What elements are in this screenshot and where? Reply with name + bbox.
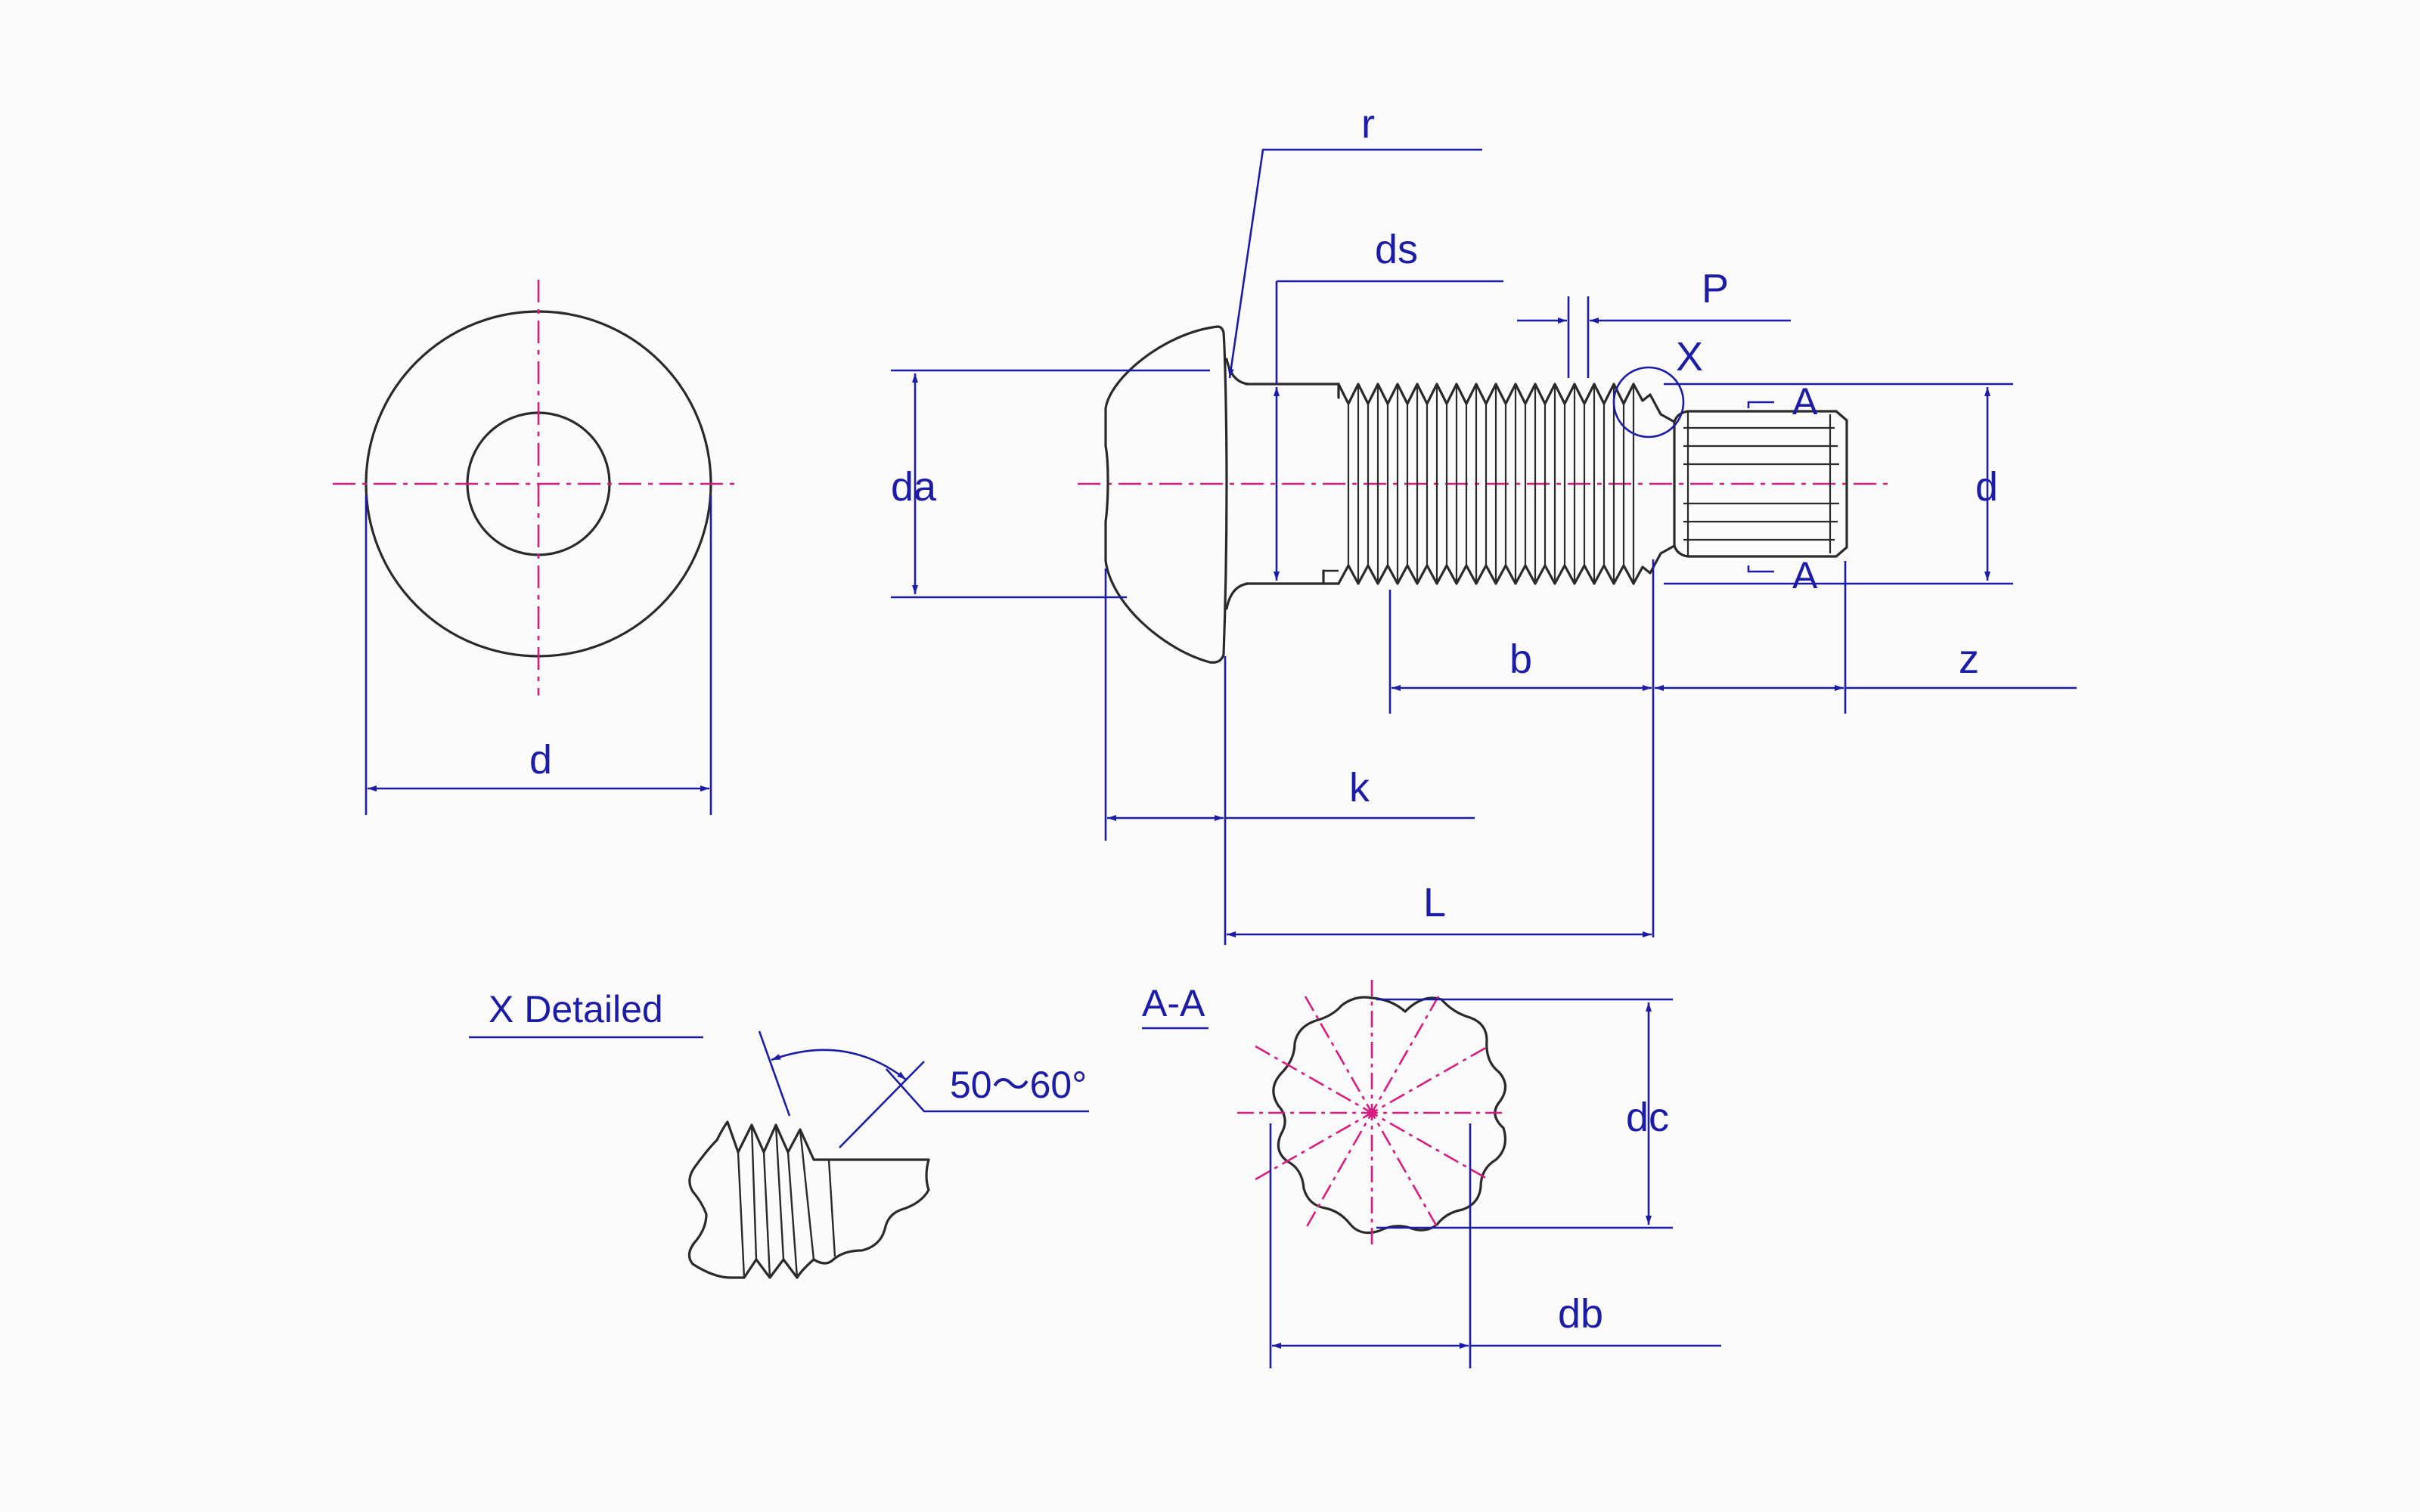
x-detail-thread-lines <box>737 1124 836 1278</box>
angle-label: 50～60° <box>950 1064 1087 1106</box>
d-label: d <box>1975 464 1998 510</box>
break-groove <box>1632 383 1676 585</box>
angle-leg-right <box>839 1061 925 1148</box>
db-label: db <box>1558 1291 1603 1337</box>
k-label: k <box>1349 765 1370 810</box>
section-A-label-bottom: A <box>1792 554 1818 596</box>
section-A-marker-bottom <box>1747 565 1774 573</box>
angle-leg-left <box>758 1030 791 1117</box>
thread-section <box>1337 383 1635 585</box>
angle-arc <box>771 1049 907 1081</box>
section-A-label-top: A <box>1792 380 1818 423</box>
angle-leader <box>886 1068 1089 1113</box>
x-detail-view: X Detailed 50～60° <box>469 988 1089 1279</box>
L-label: L <box>1423 880 1446 925</box>
x-detail-outline <box>687 1120 930 1279</box>
spline-lines <box>1683 411 1839 556</box>
P-label: P <box>1702 266 1729 311</box>
z-label: z <box>1959 637 1979 682</box>
b-label: b <box>1509 637 1532 682</box>
neck-fillet-bottom <box>1225 582 1249 610</box>
section-center-point <box>1367 1108 1376 1117</box>
x-detailed-title: X Detailed <box>489 988 663 1030</box>
neck-fillet-top <box>1225 358 1249 386</box>
detail-X-label: X <box>1676 334 1703 380</box>
side-view: A A X r ds P da d <box>891 101 2077 945</box>
r-label: r <box>1361 101 1375 147</box>
r-leader-line <box>1227 148 1482 379</box>
section-a-a-title: A-A <box>1142 982 1205 1024</box>
thread-crest-top <box>1337 383 1635 405</box>
bolt-head <box>1104 325 1228 664</box>
da-label: da <box>891 464 937 510</box>
thread-lines <box>1347 386 1635 582</box>
section-a-a-view: A-A dc db <box>1142 980 1721 1368</box>
end-view: d <box>333 280 740 815</box>
ds-label: ds <box>1375 227 1418 272</box>
pintail-outline <box>1673 410 1848 558</box>
section-A-marker-top <box>1747 401 1774 408</box>
detail-X-circle <box>1612 366 1685 438</box>
dc-label: dc <box>1626 1095 1669 1140</box>
thread-crest-bottom <box>1337 564 1635 585</box>
end-view-d-label: d <box>529 737 552 782</box>
spline-pintail: A A <box>1673 380 1848 596</box>
